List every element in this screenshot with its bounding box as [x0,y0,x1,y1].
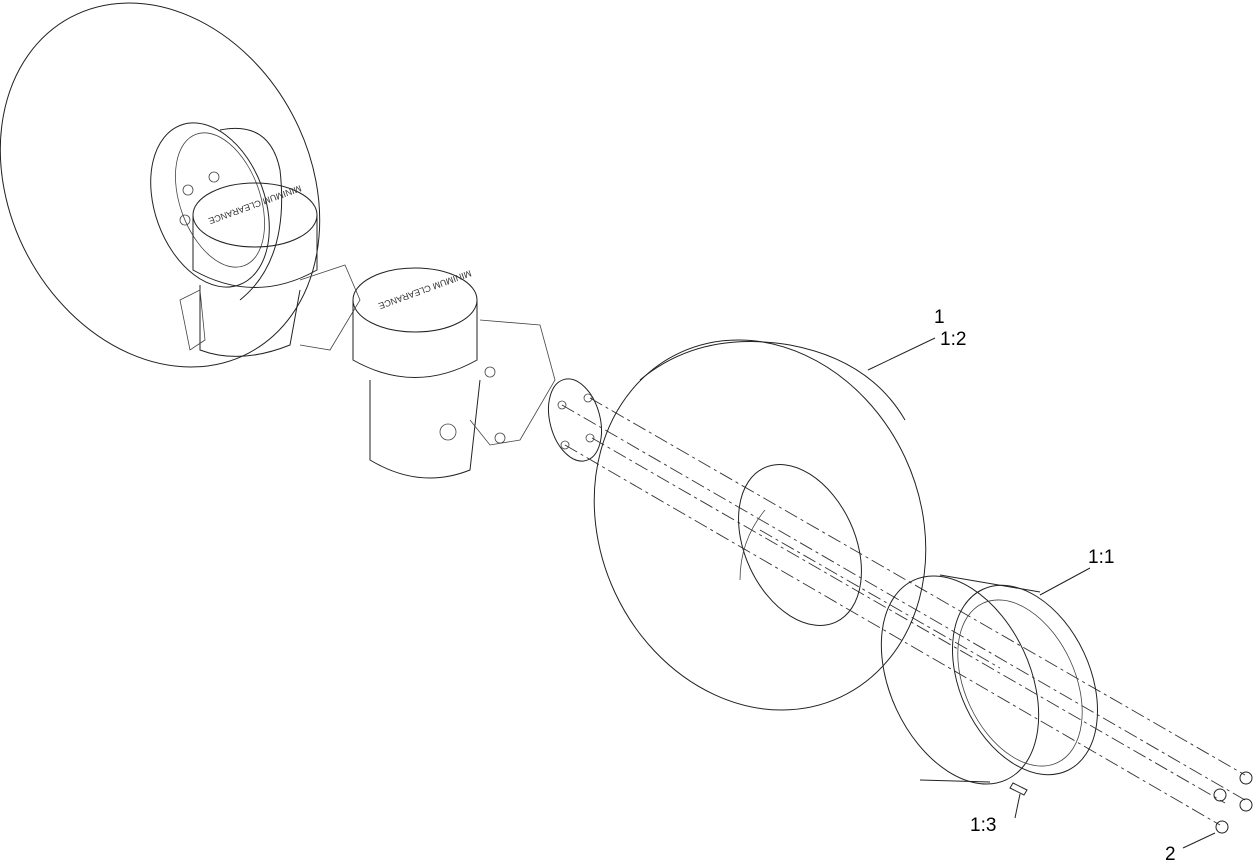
left-transmission: MINIMUM CLEARANCE [179,182,361,357]
left-tire-assembly [0,2,321,368]
right-transmission: MINIMUM CLEARANCE [352,267,556,479]
assembly-centerlines [561,397,1246,826]
valve-stem [1009,782,1028,796]
wheel-rim [880,574,1099,785]
leader-lines [867,337,1216,849]
callout-2: 2 [1165,844,1176,865]
callout-1-3: 1:3 [970,815,997,836]
callout-1: 1 [934,307,945,328]
callout-1-2: 1:2 [940,329,967,350]
cap-lettering: MINIMUM CLEARANCE [207,183,303,226]
lug-nuts [1213,771,1253,834]
cap-lettering-2: MINIMUM CLEARANCE [377,268,473,311]
tire [593,339,927,711]
wheel-hub [548,378,602,462]
left-wheel-rim [150,122,270,288]
callout-1-1: 1:1 [1088,547,1115,568]
